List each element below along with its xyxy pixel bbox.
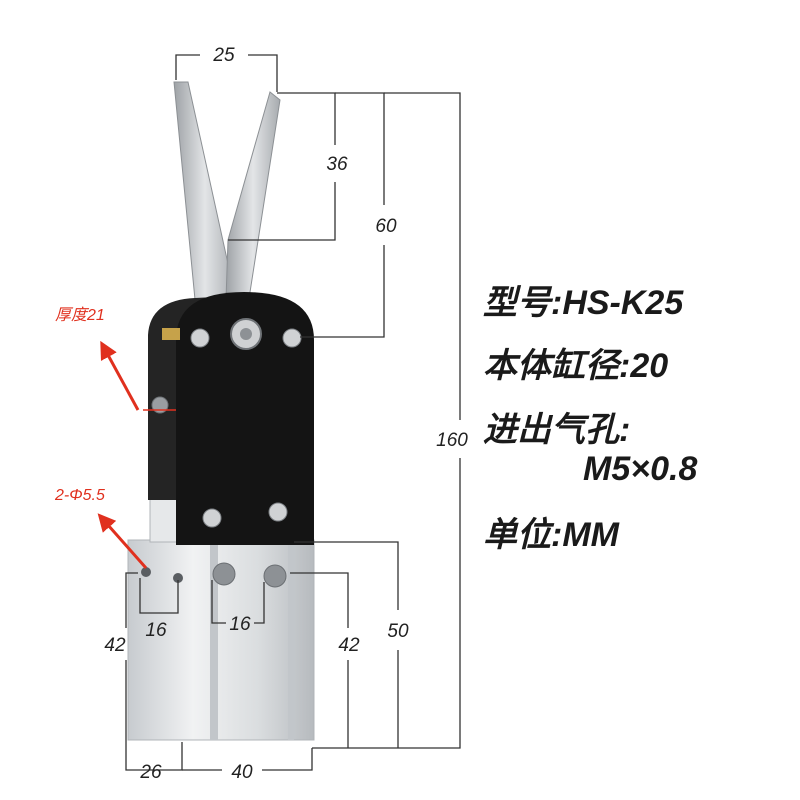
model-label: 型号:HS-K25 xyxy=(483,284,684,322)
air-port-label: 进出气孔: xyxy=(483,411,631,449)
red-annotations xyxy=(97,340,176,569)
brass-pin xyxy=(162,328,180,340)
screw-icon xyxy=(282,328,302,348)
screw-icon xyxy=(268,502,288,522)
dim-top-width: 25 xyxy=(212,45,235,66)
screw-icon xyxy=(202,508,222,528)
pivot-nut-icon xyxy=(240,328,252,340)
screw-icon xyxy=(190,328,210,348)
side-screw-icon xyxy=(151,396,169,414)
air-port-thread: M5×0.8 xyxy=(583,450,698,488)
air-port-fitting xyxy=(263,564,287,588)
unit-label: 单位:MM xyxy=(483,516,619,554)
mount-hole-left xyxy=(141,567,151,577)
bore-label: 本体缸径:20 xyxy=(483,347,669,385)
holes-label: 2-Φ5.5 xyxy=(54,487,105,504)
dim-blade-60: 60 xyxy=(375,216,397,237)
dim-blade-36: 36 xyxy=(326,154,348,175)
dim-hole-16-left: 16 xyxy=(145,620,167,641)
blade-pair xyxy=(173,81,281,311)
right-blade xyxy=(225,91,281,306)
mount-hole-right xyxy=(173,573,183,583)
dim-total-160: 160 xyxy=(436,430,468,451)
dimension-lines xyxy=(125,54,461,771)
dim-right-42: 42 xyxy=(338,635,360,656)
air-port-fitting xyxy=(212,562,236,586)
dim-hole-16-right: 16 xyxy=(229,614,251,635)
dim-bottom-40: 40 xyxy=(231,762,253,783)
thickness-label: 厚度21 xyxy=(55,306,105,324)
dim-body-50: 50 xyxy=(387,621,409,642)
dim-bottom-26: 26 xyxy=(139,762,162,783)
black-clamp-head xyxy=(148,292,314,545)
dim-left-42: 42 xyxy=(104,635,126,656)
